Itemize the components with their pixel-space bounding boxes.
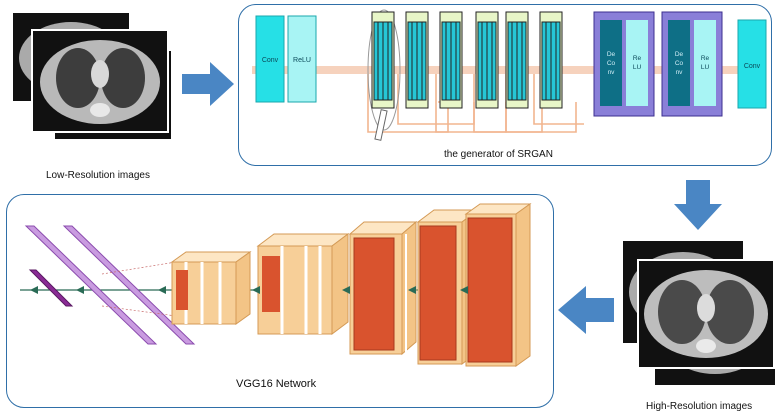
relu-2-label-b: LU [701,64,710,71]
generator-diagram: Conv ReLU [252,9,767,141]
ct-slice-front [31,29,169,133]
conv-in-block [255,15,285,103]
residual-block [475,11,499,109]
relu-2-label-a: Re [701,55,710,62]
deconv-1-label-b: Co [607,60,616,67]
fc-layer-2 [62,225,196,345]
conv-in-label: Conv [262,57,279,64]
relu-2-block [694,20,716,106]
residual-block [371,11,395,109]
deconv-2-label-c: nv [676,69,684,76]
high-res-caption: High-Resolution images [646,401,753,412]
residual-block [505,11,529,109]
flow-arrowheads [30,286,468,294]
deconv-2-label-a: De [675,51,684,58]
conv-block-3 [348,220,418,356]
deconv-2-block [668,20,690,106]
relu-1-label-a: Re [633,55,642,62]
deconv-2-label-b: Co [675,60,684,67]
arrow-down-icon [674,180,722,230]
fc-layer-1 [24,225,158,345]
low-res-caption: Low-Resolution images [46,170,150,181]
generator-caption: the generator of SRGAN [444,149,553,160]
deconv-1-block [600,20,622,106]
deconv-1-label-a: De [607,51,616,58]
relu-block [287,15,317,103]
residual-block [439,11,463,109]
relu-1-block [626,20,648,106]
arrow-right-icon [182,62,234,106]
relu-1-label-b: LU [633,64,642,71]
high-res-image-stack [621,239,777,387]
conv-block-1 [170,251,252,325]
vgg-diagram [20,203,532,367]
deconv-1-label-c: nv [608,69,616,76]
low-res-image-stack [11,11,173,141]
conv-out-label: Conv [744,63,761,70]
residual-blocks [371,11,563,109]
residual-block [539,11,563,109]
conv-block-5 [464,203,532,367]
vgg-caption: VGG16 Network [236,378,317,390]
block-highlight [367,9,401,131]
arrow-left-icon [558,286,614,334]
zoom-marker [374,109,388,141]
projection-lines [101,261,177,317]
relu-label: ReLU [293,57,311,64]
conv-block-2 [256,233,350,335]
conv-out-block [737,19,767,109]
ct-slice-front [637,259,775,369]
fc-layer-3 [28,269,74,307]
residual-block [405,11,429,109]
